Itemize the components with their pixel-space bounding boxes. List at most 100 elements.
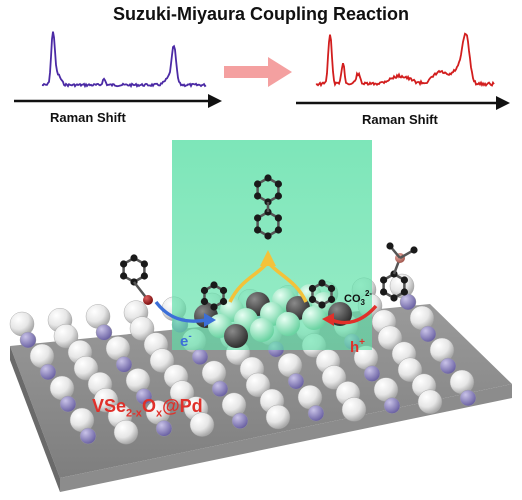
carbon-atom <box>200 286 209 295</box>
vanadium-atom <box>19 331 37 349</box>
vanadium-atom <box>363 365 381 382</box>
figure-title: Suzuki-Miyaura Coupling Reaction <box>112 4 410 24</box>
vanadium-atom <box>39 363 57 381</box>
carbon-atom <box>254 214 262 222</box>
vanadium-atom <box>155 420 173 437</box>
carbon-atom <box>318 301 326 309</box>
oxygen-atom <box>410 246 418 254</box>
selenium-atom <box>93 388 119 413</box>
vanadium-atom <box>399 293 417 311</box>
pd-atom <box>224 324 248 348</box>
carbon-atom <box>400 288 408 296</box>
slab-left-side <box>10 346 60 492</box>
carbon-atom <box>120 260 128 268</box>
selenium-atom <box>341 397 367 422</box>
carbon-atom <box>254 226 262 234</box>
transition-arrow-shape <box>224 57 292 87</box>
selenium-atom <box>417 389 443 414</box>
vanadium-atom <box>231 412 249 429</box>
carbon-atom <box>390 294 398 302</box>
selenium-atom <box>149 348 175 373</box>
carbon-atom <box>254 192 262 200</box>
vanadium-atom <box>135 388 153 405</box>
product-arrows <box>228 250 308 303</box>
carbon-atom <box>318 279 326 287</box>
carbon-atom <box>130 254 138 262</box>
vanadium-atom <box>459 389 477 407</box>
selenium-atom <box>73 356 99 381</box>
vanadium-atom <box>383 397 401 414</box>
carbon-atom <box>274 226 282 234</box>
left-axis-arrowhead <box>208 94 222 108</box>
selenium-atom <box>397 357 423 382</box>
right-axis-label: Raman Shift <box>362 112 438 127</box>
carbon-atom <box>210 303 218 311</box>
carbon-atom <box>200 297 209 306</box>
vanadium-atom <box>79 427 97 445</box>
electron-label: e- <box>180 331 192 350</box>
reactant-arrows <box>154 300 378 327</box>
vanadium-atom <box>287 373 305 390</box>
selenium-atom <box>265 404 291 430</box>
transition-arrow <box>224 57 292 87</box>
selenium-atom <box>113 420 139 445</box>
carbon-atom <box>274 192 282 200</box>
carbon-atom <box>219 286 228 295</box>
bromobenzene-ring <box>120 254 148 286</box>
material-label: VSe2-xOx@Pd <box>92 396 203 420</box>
vanadium-atom <box>59 395 77 413</box>
molecules <box>120 174 418 311</box>
carbon-atom <box>219 297 228 306</box>
selenium-atom <box>53 324 79 349</box>
selenium-atom <box>189 412 215 437</box>
active-site-atom <box>276 312 300 336</box>
vanadium-atom <box>439 357 457 375</box>
vanadium-atom <box>419 325 437 343</box>
carbon-atom <box>264 232 272 240</box>
vanadium-atom <box>95 324 113 341</box>
carbon-atom <box>274 214 282 222</box>
selenium-atom <box>169 380 195 405</box>
left-spectrum <box>14 31 222 108</box>
right-axis-arrowhead <box>496 96 510 110</box>
aryl-ring-right <box>308 279 336 309</box>
carbonate-label: CO32- <box>344 289 372 307</box>
aryl-ring-left <box>200 281 228 311</box>
proton-arrowhead <box>322 313 334 326</box>
carbon-atom <box>264 174 272 182</box>
vanadium-atom <box>211 380 229 397</box>
selenium-atom <box>377 325 403 350</box>
proton-label: h+ <box>350 337 365 356</box>
selenium-atom <box>129 316 155 341</box>
vanadium-atom <box>115 356 133 373</box>
right-spectrum-trace <box>315 32 495 88</box>
carbon-atom <box>380 276 388 284</box>
active-site-atom <box>250 318 274 342</box>
carbon-atom <box>254 180 262 188</box>
electron-arrowhead <box>204 313 216 327</box>
vanadium-atom <box>191 348 209 365</box>
left-spectrum-trace <box>41 31 207 89</box>
carbon-atom <box>210 281 218 289</box>
carbon-atom <box>380 288 388 296</box>
product-arrowhead <box>260 250 276 266</box>
bromine-atom <box>143 295 153 305</box>
carbon-atom <box>327 284 336 293</box>
slab-front-side <box>60 384 512 492</box>
left-axis-label: Raman Shift <box>50 110 126 125</box>
vanadium-atom <box>307 405 325 422</box>
carbon-atom <box>400 276 408 284</box>
biphenyl-ring-top <box>254 174 282 206</box>
carbon-atom <box>140 272 148 280</box>
phenylboronic-ring <box>380 270 408 302</box>
right-spectrum <box>296 32 510 110</box>
oxygen-atom <box>386 242 394 250</box>
electron-arrow <box>154 300 207 323</box>
carbon-atom <box>308 295 317 304</box>
proton-arrow <box>331 304 378 325</box>
carbon-atom <box>140 260 148 268</box>
selenium-atom <box>321 365 347 390</box>
carbon-atom <box>120 272 128 280</box>
